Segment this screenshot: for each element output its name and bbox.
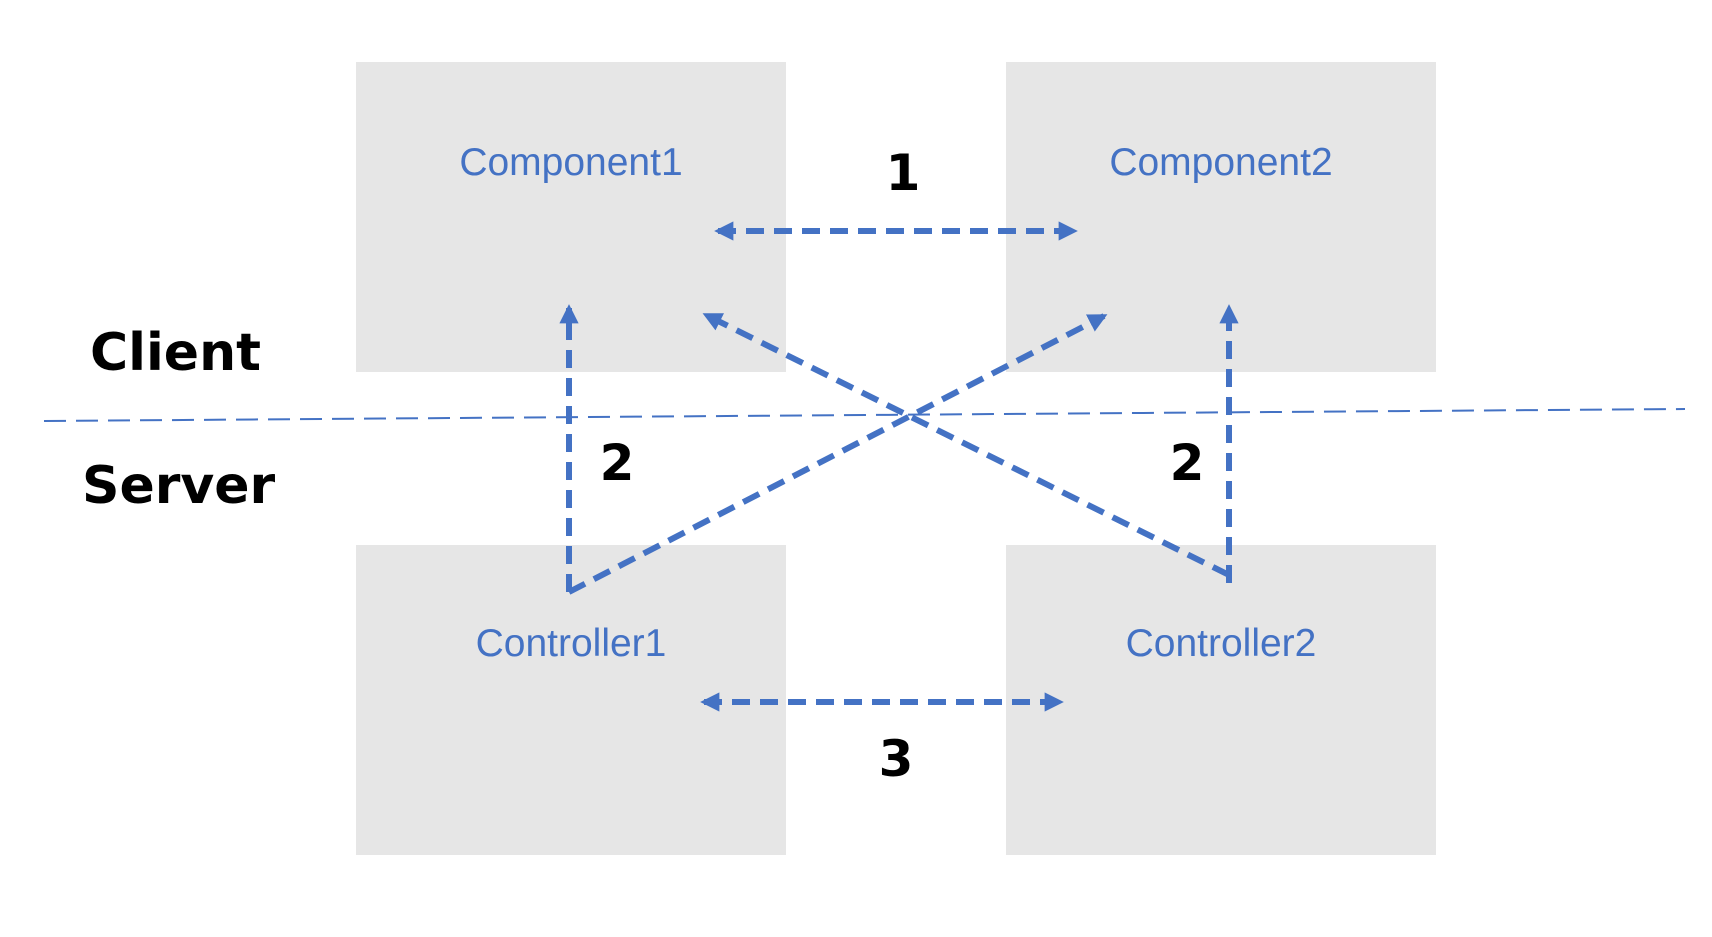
step-2-left-label: 2 — [600, 434, 635, 492]
arrow-controller2-component1 — [702, 312, 1231, 578]
controller1-label: Controller1 — [476, 622, 667, 665]
component2-label: Component2 — [1109, 141, 1332, 184]
client-label: Client — [90, 323, 261, 383]
arrow-controller1-component2 — [567, 313, 1108, 595]
step-1-label: 1 — [886, 144, 921, 202]
controller2-box — [1006, 545, 1436, 855]
client-server-divider — [43, 408, 1686, 422]
component2-box — [1006, 62, 1436, 372]
server-label: Server — [82, 456, 276, 516]
controller2-label: Controller2 — [1126, 622, 1317, 665]
component1-label: Component1 — [459, 141, 682, 184]
step-3-label: 3 — [879, 730, 914, 788]
step-2-right-label: 2 — [1170, 434, 1205, 492]
